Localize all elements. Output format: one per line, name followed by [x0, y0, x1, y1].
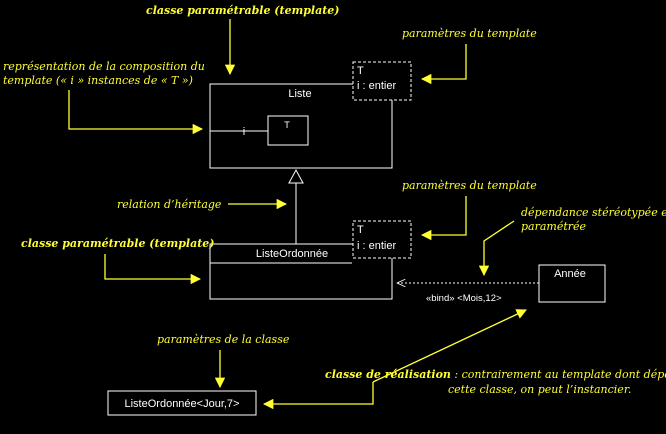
inheritance-relation: [288, 168, 304, 244]
class-realisation-box: [107, 390, 257, 416]
annotation-inheritance: relation d’héritage: [117, 198, 222, 211]
arrow-realisation-to-class: [262, 382, 374, 410]
arrow-template-params-1: [420, 44, 467, 85]
arrow-composition: [68, 90, 204, 135]
liste-ordonnee-param-i: i : entier: [357, 240, 396, 252]
annotation-class-params: paramètres de la classe: [157, 333, 290, 346]
class-liste: Liste i T: [209, 83, 393, 169]
class-annee: Année: [538, 264, 606, 303]
arrow-template-params-2: [420, 196, 467, 241]
liste-ordonnee-param-t: T: [357, 224, 364, 236]
annotation-template-class-top: classe paramétrable (template): [146, 4, 340, 17]
liste-ordonnee-params-box: [352, 220, 412, 259]
arrow-template-class-mid: [104, 254, 202, 285]
inheritance-triangle: [288, 168, 304, 184]
annotation-dependency-line1: dépendance stéréotypée et: [521, 206, 666, 219]
annotation-template-params-2: paramètres du template: [402, 179, 537, 192]
class-liste-ordonnee-name: ListeOrdonnée: [256, 248, 328, 260]
annotation-realisation-line2: cette classe, on peut l’instancier.: [448, 383, 631, 396]
class-realisation-name: ListeOrdonnée<Jour,7>: [125, 398, 240, 410]
liste-params-box: [352, 61, 412, 101]
liste-ordonnee-template-params: T i : entier: [352, 220, 412, 259]
composition-label: i: [243, 126, 245, 138]
arrow-dependency: [478, 220, 515, 277]
class-liste-box: [209, 83, 393, 169]
bind-dependency: «bind» <Mois,12>: [397, 283, 539, 304]
annotation-template-class-mid: classe paramétrable (template): [21, 237, 215, 250]
inner-class-t-name: T: [284, 120, 290, 131]
annotation-template-params-1: paramètres du template: [402, 27, 537, 40]
class-liste-ordonnee-box: [209, 243, 393, 300]
inner-class-t-box: [267, 115, 309, 146]
liste-template-params: T i : entier: [352, 61, 412, 101]
class-annee-name: Année: [554, 268, 586, 280]
arrow-realisation-to-bind: [372, 309, 527, 383]
liste-param-t: T: [357, 65, 364, 77]
class-liste-name: Liste: [288, 88, 311, 100]
bind-label: «bind» <Mois,12>: [426, 293, 502, 304]
annotation-realisation-sep: :: [451, 368, 462, 381]
annotation-composition-line2: template (« i » instances de « T »): [3, 74, 193, 87]
annotation-realisation-rest1: contrairement au template dont dépend: [462, 368, 666, 381]
class-realisation: ListeOrdonnée<Jour,7>: [107, 390, 257, 416]
annotation-realisation-line1: classe de réalisation : contrairement au…: [325, 368, 666, 381]
class-liste-ordonnee: ListeOrdonnée: [209, 243, 393, 300]
liste-param-i: i : entier: [357, 80, 396, 92]
annotation-composition-line1: représentation de la composition du: [3, 60, 205, 73]
annotation-dependency-line2: paramétrée: [521, 220, 587, 233]
